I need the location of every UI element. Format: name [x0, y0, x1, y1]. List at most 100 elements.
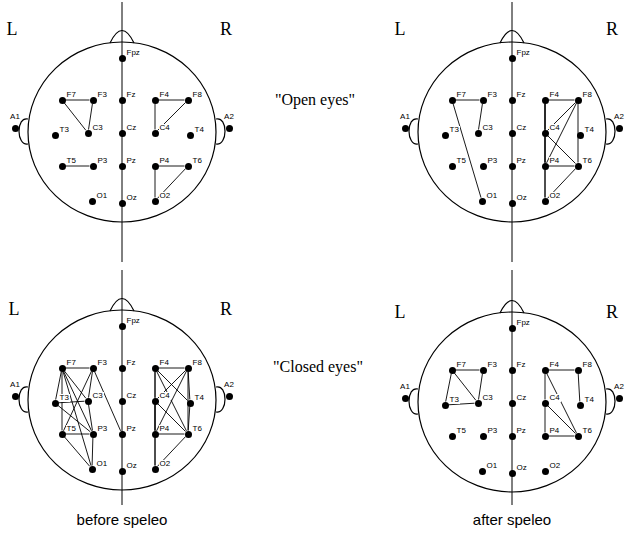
- electrode: Pz: [509, 433, 516, 440]
- electrode-label: T6: [582, 157, 593, 165]
- electrode-label: A1: [399, 113, 411, 121]
- connection-line: [545, 374, 546, 400]
- electrode: T4: [577, 402, 584, 409]
- electrode: T3: [442, 132, 449, 139]
- connection-line: [92, 437, 94, 465]
- electrode-label: T5: [66, 157, 77, 165]
- electrode-label: Fpz: [126, 49, 141, 57]
- electrode-label: F3: [97, 359, 108, 367]
- electrode-label: C3: [92, 392, 104, 400]
- side-label: R: [606, 303, 618, 323]
- electrode: T3: [52, 400, 59, 407]
- electrode: C3: [475, 400, 482, 407]
- electrode-label: Fpz: [516, 319, 531, 327]
- electrode: Cz: [509, 130, 516, 137]
- electrode: F4: [152, 365, 159, 372]
- electrode: T6: [575, 163, 582, 170]
- connection-line: [547, 373, 577, 433]
- electrode-label: P4: [159, 425, 171, 433]
- electrode: Fz: [509, 367, 516, 374]
- electrode: Pz: [119, 431, 126, 438]
- electrode: P4: [542, 163, 549, 170]
- electrode: A1: [402, 395, 409, 402]
- electrode: Cz: [509, 400, 516, 407]
- connection-line: [89, 404, 93, 430]
- electrode: F8: [185, 97, 192, 104]
- electrode-label: C4: [159, 124, 171, 132]
- connection-line: [547, 135, 575, 163]
- electrode-label: Oz: [516, 194, 528, 202]
- connection-line: [549, 370, 575, 371]
- electrode-label: F3: [487, 361, 498, 369]
- electrode: Oz: [119, 200, 126, 207]
- electrode: P3: [480, 163, 487, 170]
- electrode: A2: [616, 395, 623, 402]
- electrode: Fz: [119, 97, 126, 104]
- electrode: T5: [59, 431, 66, 438]
- electrode-label: Pz: [516, 157, 527, 165]
- electrode: A1: [12, 393, 19, 400]
- connection-line: [155, 104, 156, 130]
- side-label: R: [606, 20, 618, 40]
- electrode: C4: [152, 398, 159, 405]
- electrode-label: Cz: [126, 392, 138, 400]
- electrode-label: T5: [456, 157, 467, 165]
- electrode-label: T6: [582, 427, 593, 435]
- electrode-label: F7: [66, 359, 77, 367]
- electrode-label: O1: [96, 460, 109, 468]
- electrode-label: F3: [97, 91, 108, 99]
- connection-line: [549, 166, 575, 167]
- electrode: P3: [90, 163, 97, 170]
- electrode-label: O2: [549, 192, 562, 200]
- electrode: T4: [187, 132, 194, 139]
- electrode-label: O2: [549, 462, 562, 470]
- electrode-label: A1: [399, 383, 411, 391]
- electrode-label: Fz: [126, 359, 137, 367]
- electrode: F7: [59, 365, 66, 372]
- electrode-label: Oz: [516, 464, 528, 472]
- connection-line: [456, 370, 480, 371]
- electrode: F3: [480, 97, 487, 104]
- electrode: F3: [90, 97, 97, 104]
- connection-line: [157, 370, 185, 398]
- electrode: T4: [187, 400, 194, 407]
- electrode-label: O2: [159, 192, 172, 200]
- electrode: T6: [185, 431, 192, 438]
- electrode: Cz: [119, 130, 126, 137]
- electrode: A2: [616, 125, 623, 132]
- electrode-label: Fpz: [516, 49, 531, 57]
- connection-line: [549, 436, 575, 437]
- electrode: Pz: [509, 163, 516, 170]
- electrode-label: T4: [194, 394, 205, 402]
- electrode-label: O2: [159, 460, 172, 468]
- electrode-label: Oz: [126, 194, 138, 202]
- electrode-label: C3: [92, 124, 104, 132]
- electrode: C4: [542, 400, 549, 407]
- electrode: P3: [90, 431, 97, 438]
- electrode: P3: [480, 433, 487, 440]
- electrode-label: Fz: [126, 91, 137, 99]
- electrode-label: F7: [66, 91, 77, 99]
- electrode: T6: [185, 163, 192, 170]
- condition-label: "Open eyes": [275, 91, 355, 109]
- electrode: P4: [542, 433, 549, 440]
- electrode-label: A2: [613, 113, 625, 121]
- electrode-label: Cz: [126, 124, 138, 132]
- electrode: A2: [226, 125, 233, 132]
- electrode-label: F8: [192, 91, 203, 99]
- electrode: T6: [575, 433, 582, 440]
- electrode-label: A2: [613, 383, 625, 391]
- electrode: Oz: [509, 470, 516, 477]
- electrode-label: F4: [159, 359, 170, 367]
- electrode-label: C4: [159, 392, 171, 400]
- electrode-label: T3: [449, 126, 460, 134]
- connection-line: [155, 438, 156, 466]
- caption-label: before speleo: [77, 512, 168, 529]
- connection-line: [64, 437, 89, 467]
- electrode-label: T3: [449, 396, 460, 404]
- electrode-label: P3: [97, 425, 109, 433]
- electrode: O2: [542, 198, 549, 205]
- connection-line: [188, 406, 190, 430]
- electrode-label: P4: [549, 427, 561, 435]
